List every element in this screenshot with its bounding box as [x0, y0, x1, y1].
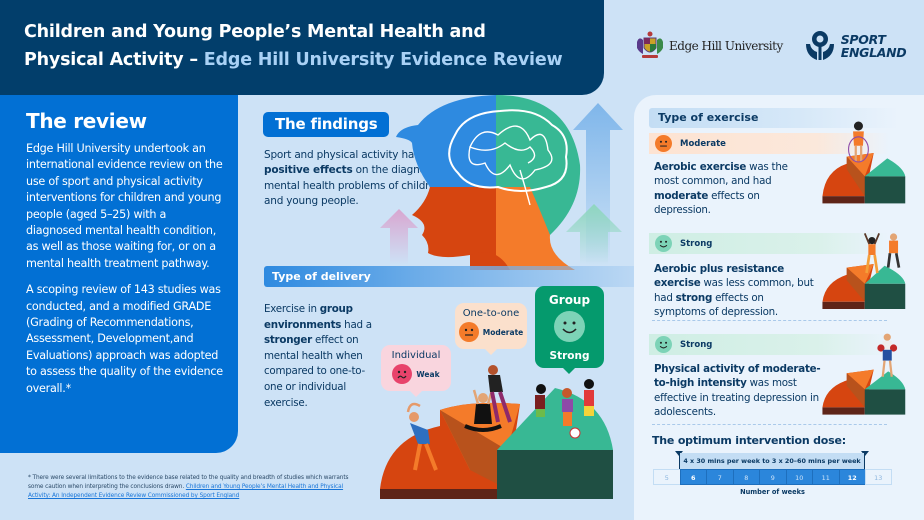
findings-text-part: Sport and physical activity have [264, 149, 427, 161]
figure-yoga [464, 389, 502, 432]
review-paragraph-1: Edge Hill University undertook an intern… [26, 142, 223, 270]
review-heading: The review [26, 109, 147, 133]
edge-hill-crest-icon [637, 31, 663, 58]
rating-row: Weak [381, 364, 451, 384]
bubble-one-to-one: One-to-one Moderate [455, 303, 527, 355]
neutral-face-icon [655, 135, 672, 152]
sport-england-line1: SPORT [840, 32, 886, 47]
aerobic-resistance-illustration [822, 233, 906, 309]
happy-face-icon [655, 235, 672, 252]
title-highlight: Edge Hill University Evidence Review [203, 50, 563, 70]
title-line-2: Physical Activity – Edge Hill University… [24, 46, 604, 74]
rating-weak: Weak [416, 369, 440, 379]
dose-range-label: 4 x 30 mins per week to 3 x 20–60 mins p… [679, 453, 865, 469]
exercise-item-2-text: Aerobic plus resistance exercise was les… [654, 262, 814, 320]
head-brain-illustration [396, 95, 581, 270]
week-cell: 5 [653, 469, 680, 485]
title-prefix: Physical Activity – [24, 50, 204, 70]
happy-face-icon [655, 336, 672, 353]
evidence-review-link[interactable]: Children and Young People’s Mental Healt… [28, 484, 344, 500]
week-cell-highlight: 6 [679, 469, 706, 485]
exercise-item-1-text: Aerobic exercise was the most common, an… [654, 160, 814, 218]
exercise-text-part: was the most common, and had [654, 161, 788, 188]
children-playing-football [535, 379, 594, 439]
exercise-text-part: was most effective in treating depressio… [654, 377, 819, 419]
figure-stretching [406, 402, 438, 471]
bubble-tail [485, 349, 497, 355]
rating-row: Moderate [455, 322, 527, 342]
weeks-scale: 5 6 7 8 9 10 11 12 13 [653, 469, 892, 485]
exercise-heading: Type of exercise [649, 108, 899, 128]
divider [652, 320, 887, 321]
exercise-bold: Physical activity of moderate-to-high in… [654, 363, 821, 390]
delivery-heading: Type of delivery [264, 266, 634, 287]
exercise-bold: Aerobic exercise [654, 161, 747, 173]
bubble-tail [410, 391, 422, 397]
rating-label: Moderate [680, 138, 726, 149]
week-cell-highlight: 9 [759, 469, 786, 485]
delivery-text-bold: group environments [264, 303, 353, 331]
review-panel: The review Edge Hill University undertoo… [0, 95, 238, 453]
sport-england-logo: SPORT ENGLAND [805, 30, 907, 62]
range-end-marker-icon [861, 451, 869, 456]
week-cell-highlight: 10 [785, 469, 812, 485]
happy-face-icon [554, 311, 585, 342]
review-paragraph-2: A scoping review of 143 studies was cond… [26, 283, 223, 395]
sport-england-wordmark: SPORT ENGLAND [841, 33, 907, 59]
rating-bar-strong: Strong [649, 334, 889, 355]
bubble-one-to-one-label: One-to-one [462, 308, 520, 319]
rating-moderate: Moderate [482, 327, 524, 337]
title-banner: Children and Young People’s Mental Healt… [0, 0, 604, 95]
delivery-text: Exercise in group environments had a str… [264, 302, 374, 411]
weeks-axis-label: Number of weeks [740, 488, 805, 496]
edge-hill-wordmark: Edge Hill University [669, 39, 783, 53]
exercise-item-3-text: Physical activity of moderate-to-high in… [654, 362, 824, 420]
exercise-text-part: was less common, but had [654, 277, 814, 304]
footnote: * There were several limitations to the … [28, 474, 358, 502]
week-cell-highlight: 12 [838, 469, 865, 485]
sport-england-mark-icon [805, 31, 834, 60]
rating-bar-moderate: Moderate [649, 133, 889, 154]
neutral-face-icon [458, 322, 479, 342]
bubble-group: Group Strong [535, 286, 604, 374]
delivery-text-part: Exercise in [264, 303, 320, 315]
exercise-bold: strong [675, 291, 713, 304]
exercise-text-part: effects on symptoms of depression. [654, 291, 778, 319]
bubble-tail [563, 368, 575, 374]
dose-title: The optimum intervention dose: [652, 434, 846, 447]
week-cell-highlight: 8 [732, 469, 759, 485]
partner-logos: Edge Hill University SPORT ENGLAND [634, 30, 907, 62]
figure-instructor [488, 365, 512, 423]
rating-label: Strong [680, 238, 713, 249]
week-cell-highlight: 11 [812, 469, 839, 485]
delivery-text-bold: stronger [264, 334, 312, 347]
findings-heading: The findings [263, 112, 390, 137]
exercise-text-part: effects on depression. [654, 189, 760, 217]
bubble-group-label: Group [548, 293, 591, 307]
edge-hill-logo: Edge Hill University [634, 30, 783, 62]
delivery-text-part: effect on mental health when compared to… [264, 334, 365, 409]
boxing-illustration [822, 333, 906, 415]
rating-bar-strong: Strong [649, 233, 889, 254]
footnote-text: * There were several limitations to the … [28, 475, 349, 491]
sad-face-icon [392, 364, 413, 384]
exercise-bold: moderate [654, 189, 709, 202]
rating-label: Strong [680, 339, 713, 350]
sport-england-line2: ENGLAND [840, 45, 907, 60]
rating-strong: Strong [549, 350, 590, 362]
bubble-individual: Individual Weak [381, 345, 451, 397]
week-cell: 13 [865, 469, 892, 485]
bubble-individual-label: Individual [391, 350, 441, 361]
aerobic-exercise-illustration [822, 121, 906, 204]
delivery-text-part: had a [341, 318, 372, 331]
group-exercise-illustration [380, 365, 613, 499]
findings-text-bold: positive effects [264, 164, 353, 177]
exercise-bold: Aerobic plus resistance exercise [654, 263, 785, 290]
week-cell-highlight: 7 [706, 469, 733, 485]
divider [652, 424, 887, 425]
title-line-1: Children and Young People’s Mental Healt… [24, 22, 486, 42]
